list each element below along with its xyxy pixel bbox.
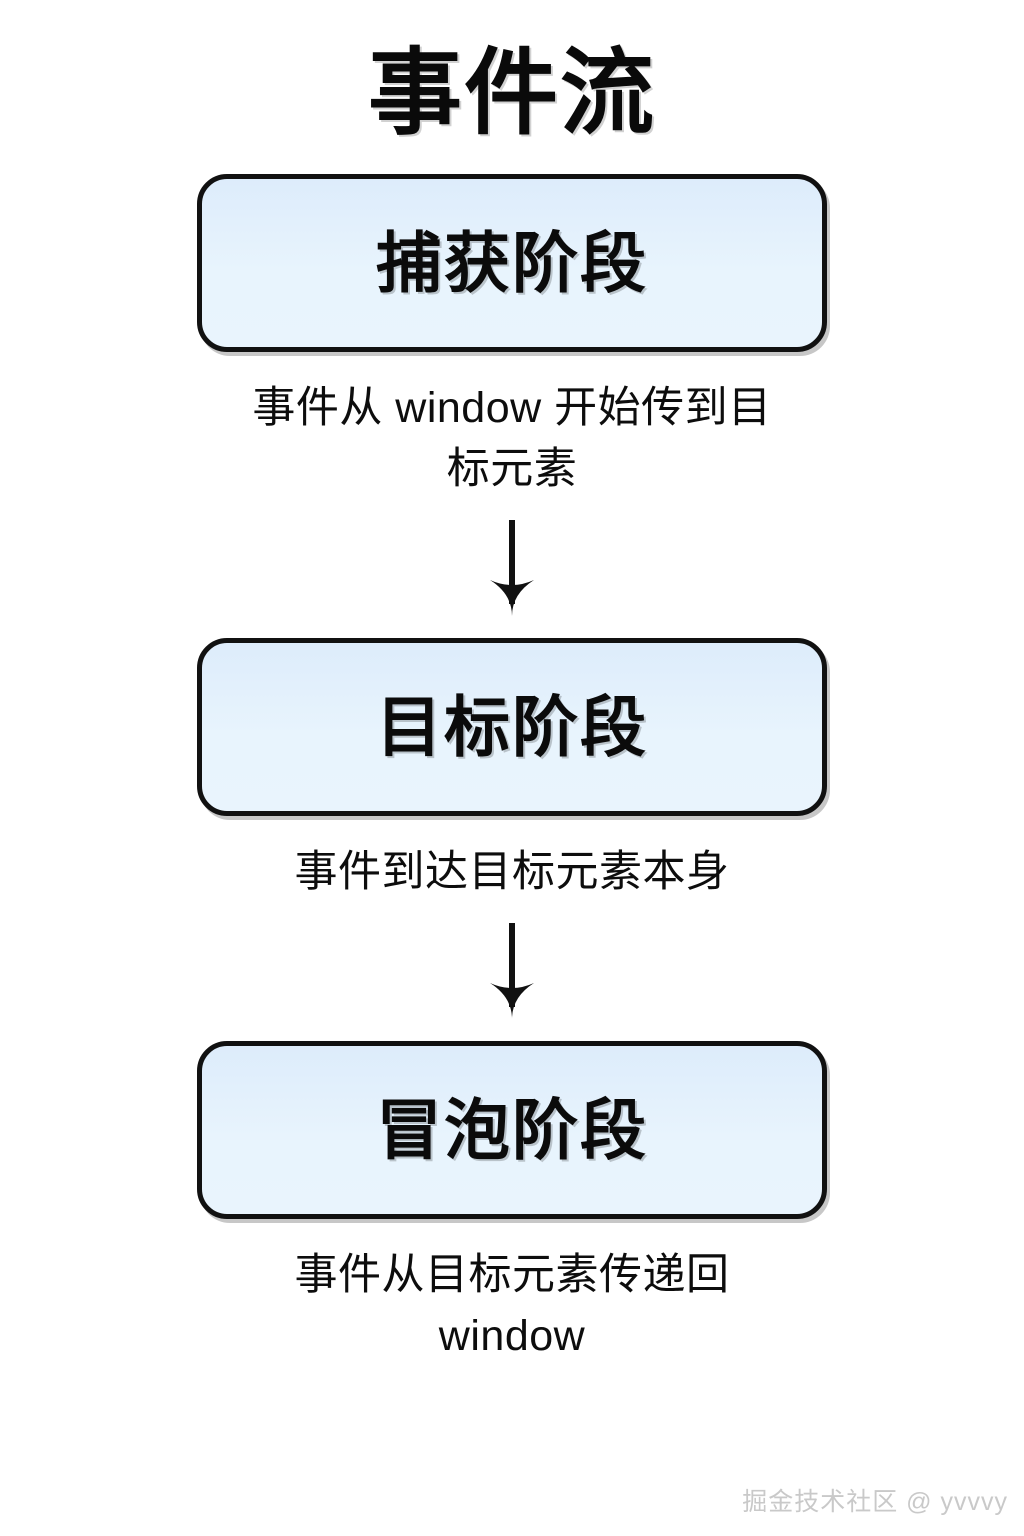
page-title: 事件流 — [367, 40, 656, 145]
arrow-target-to-bubble-icon — [490, 922, 534, 1019]
stage-box-target[interactable]: 目标阶段 — [197, 637, 827, 816]
event-flow-diagram: 捕获阶段 事件从 window 开始传到目标元素 目标阶段 事件到达目标元素本身… — [0, 173, 1024, 1367]
stage-description-target: 事件到达目标元素本身 — [294, 847, 730, 896]
stage-box-label-bubble: 冒泡阶段 — [376, 1092, 648, 1167]
flow-stage-bubble: 冒泡阶段 事件从目标元素传递回 window — [0, 1040, 1024, 1367]
flow-stage-capture: 捕获阶段 事件从 window 开始传到目标元素 — [0, 173, 1024, 500]
stage-description-bubble: 事件从目标元素传递回 window — [294, 1250, 730, 1360]
stage-box-capture[interactable]: 捕获阶段 — [197, 173, 827, 352]
stage-box-label-target: 目标阶段 — [376, 689, 648, 764]
flow-stage-target: 目标阶段 事件到达目标元素本身 — [0, 637, 1024, 903]
watermark: 掘金技术社区 @ yvvvy — [742, 1488, 1008, 1516]
arrow-capture-to-target-icon — [490, 519, 534, 616]
stage-box-bubble[interactable]: 冒泡阶段 — [197, 1040, 827, 1219]
stage-box-label-capture: 捕获阶段 — [376, 225, 648, 300]
stage-description-capture: 事件从 window 开始传到目标元素 — [252, 383, 772, 493]
